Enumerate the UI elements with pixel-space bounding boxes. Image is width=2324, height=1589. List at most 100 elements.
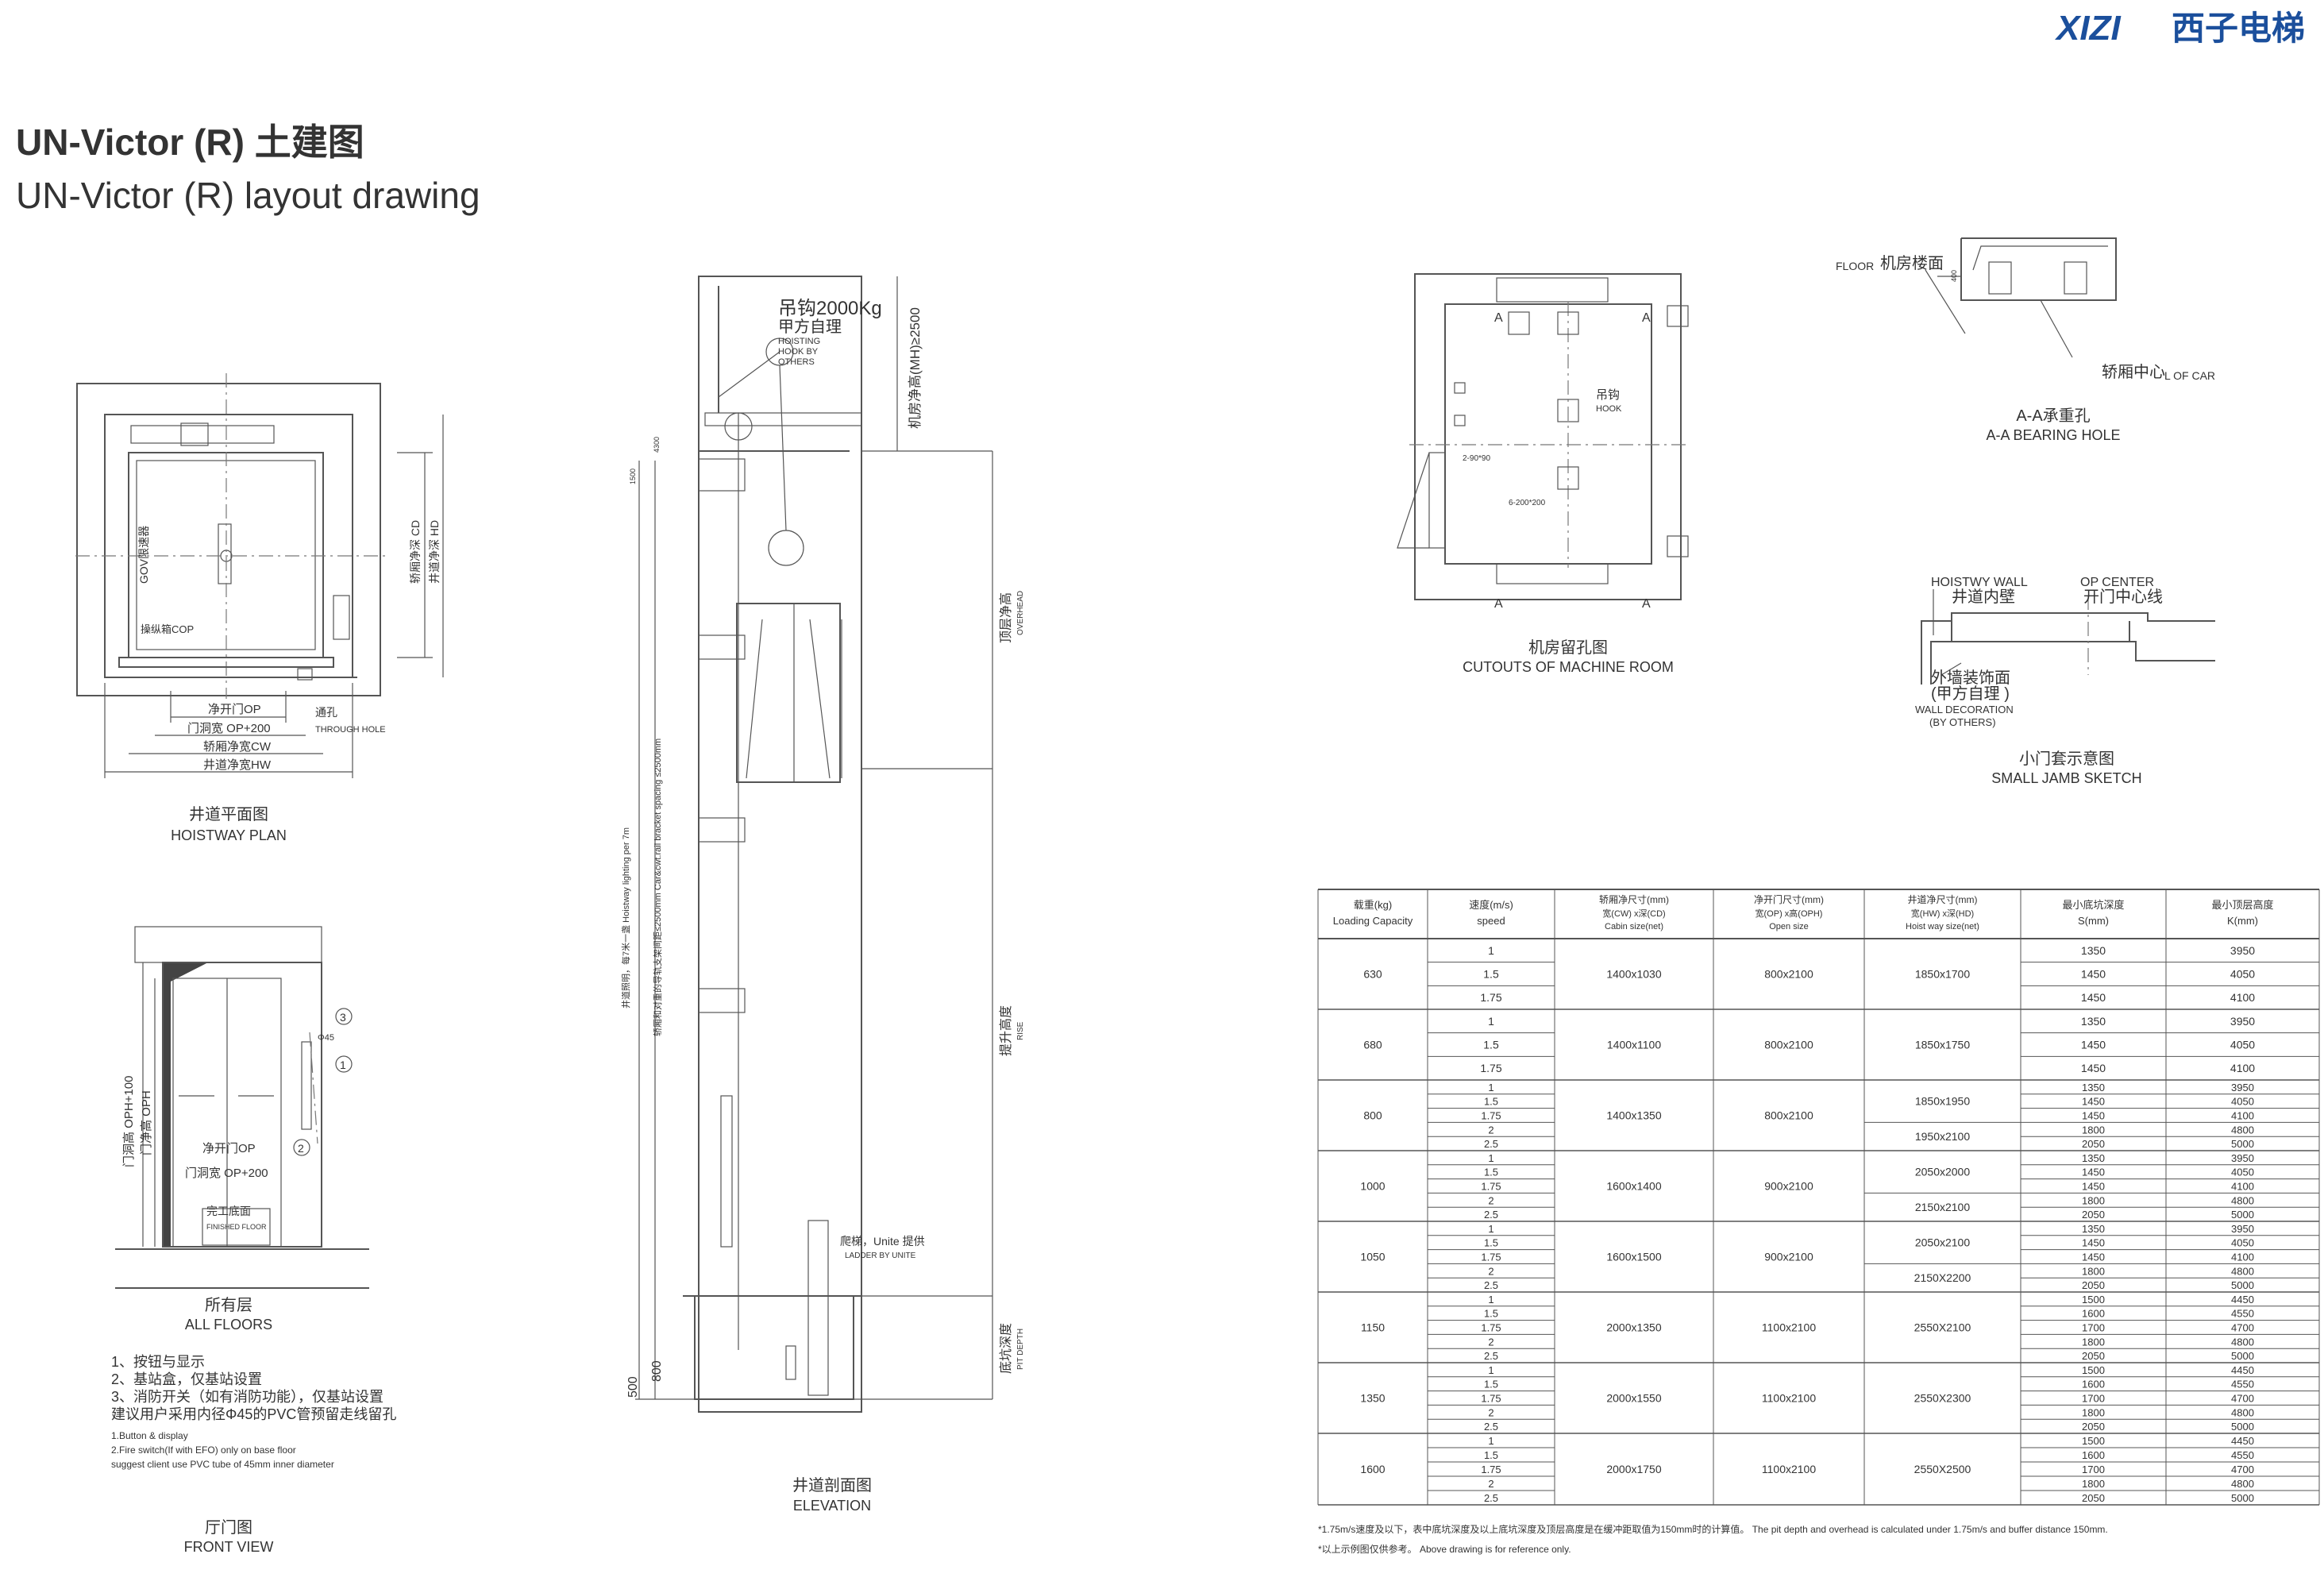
table-speed-cell: 1.75 (1481, 1252, 1501, 1263)
table-speed-cell: 1.5 (1484, 1449, 1498, 1461)
jamb-deco-cn1: 外墙装饰面 (1931, 669, 2010, 687)
plan-cw-label: 轿厢净宽CW (203, 740, 272, 754)
table-speed-cell: 1 (1488, 1015, 1494, 1028)
plan-op200-label: 门洞宽 OP+200 (187, 722, 271, 735)
table-speed-cell: 1.5 (1484, 1308, 1498, 1320)
table-speed-cell: 2.5 (1484, 1209, 1498, 1221)
table-speed-cell: 1.75 (1481, 1181, 1501, 1193)
table-overhead-cell: 4550 (2231, 1308, 2254, 1320)
table-pit-cell: 1350 (2081, 1015, 2106, 1028)
plan-op-label: 净开门OP (208, 703, 261, 716)
plan-hd-label: 井道净深 HD (428, 520, 441, 584)
table-overhead-cell: 4800 (2231, 1194, 2254, 1206)
elevation-hook-en1: HOISTING (778, 337, 820, 346)
table-speed-cell: 2.5 (1484, 1138, 1498, 1150)
front-op200-label: 门洞宽 OP+200 (185, 1167, 268, 1180)
front-view-caption-en: FRONT VIEW (184, 1539, 274, 1555)
table-pit-cell: 1350 (2081, 944, 2106, 957)
table-pit-cell: 2050 (2082, 1421, 2105, 1433)
table-cabin-cell: 2000x1350 (1606, 1321, 1662, 1334)
table-overhead-cell: 4800 (2231, 1406, 2254, 1418)
bearing-car-cn: 轿厢中心 (2102, 363, 2165, 381)
table-speed-cell: 1 (1488, 1223, 1493, 1235)
note-en-1: 1.Button & display (111, 1430, 188, 1441)
table-pit-cell: 1700 (2082, 1322, 2105, 1334)
table-cabin-cell: 1600x1500 (1606, 1251, 1662, 1263)
table-overhead-cell: 4050 (2231, 1167, 2254, 1178)
note-en-3: suggest client use PVC tube of 45mm inne… (111, 1459, 334, 1470)
bearing-floor-en: FLOOR (1836, 260, 1874, 272)
elevation-rise-cn: 提升高度 (999, 1005, 1013, 1056)
table-header-cn2: 宽(HW) x深(HD) (1911, 908, 1974, 919)
hoistway-plan: GOV限速器 操纵箱COP 轿厢净深 CD 井道净深 HD 净开门OP 门洞宽 … (75, 373, 444, 843)
table-door-cell: 1100x2100 (1762, 1463, 1816, 1475)
table-speed-cell: 2 (1488, 1478, 1493, 1490)
table-overhead-cell: 4700 (2231, 1393, 2254, 1405)
jamb-wall-cn: 井道内壁 (1952, 588, 2015, 606)
table-overhead-cell: 5000 (2231, 1421, 2254, 1433)
table-pit-cell: 2050 (2082, 1492, 2105, 1504)
table-speed-cell: 2 (1488, 1265, 1493, 1277)
table-speed-cell: 1 (1488, 1152, 1493, 1164)
table-load-cell: 680 (1363, 1039, 1382, 1051)
elevation-lighting-note: 井道照明，每7米一盏 Hoistway lighting per 7m (620, 827, 631, 1009)
table-overhead-cell: 4100 (2231, 1181, 2254, 1193)
table-overhead-cell: 5000 (2231, 1350, 2254, 1362)
bearing-caption-cn: A-A承重孔 (2016, 407, 2090, 425)
table-hoist-cell: 1850x1950 (1915, 1095, 1971, 1108)
table-load-cell: 1350 (1360, 1392, 1385, 1405)
table-overhead-cell: 3950 (2231, 1082, 2254, 1093)
table-overhead-cell: 4550 (2231, 1449, 2254, 1461)
table-header-en: Loading Capacity (1333, 915, 1413, 927)
table-load-cell: 1150 (1361, 1321, 1385, 1334)
table-door-cell: 900x2100 (1764, 1180, 1813, 1193)
bearing-floor-cn: 机房楼面 (1880, 254, 1944, 272)
elevation-overhead-en: OVERHEAD (1016, 591, 1025, 635)
table-header-cn: 轿厢净尺寸(mm) (1599, 893, 1669, 905)
spec-table: 载重(kg)Loading Capacity速度(m/s)speed轿厢净尺寸(… (1317, 889, 2320, 1506)
elevation-hook-cn: 吊钩2000Kg (778, 298, 882, 319)
front-view: 门洞高 OPH+100 门净高 OPH 净开门OP 门洞宽 OP+200 完工底… (111, 926, 396, 1555)
brand-logo: XIZI 西子电梯 (2054, 9, 2305, 48)
table-pit-cell: 2050 (2082, 1209, 2105, 1221)
mr-a-bottom-left: A (1494, 597, 1503, 611)
note-cn-4: 建议用户采用内径Φ45的PVC管预留走线留孔 (111, 1406, 396, 1422)
plan-gov-label: GOV限速器 (137, 526, 150, 584)
table-header-cn: 最小顶层高度 (2211, 899, 2273, 911)
table-speed-cell: 1.75 (1481, 1393, 1501, 1405)
table-hoist-cell: 2050x2100 (1915, 1236, 1971, 1249)
table-pit-cell: 2050 (2082, 1350, 2105, 1362)
plan-cd-label: 轿厢净深 CD (409, 520, 422, 584)
jamb-wall-en: HOISTWY WALL (1931, 576, 2028, 589)
mr-hook-en: HOOK (1596, 404, 1622, 414)
elevation-dim-1500: 1500 (629, 469, 637, 484)
table-speed-cell: 2 (1488, 1406, 1493, 1418)
table-speed-cell: 1.75 (1480, 1062, 1501, 1074)
table-speed-cell: 1.75 (1481, 1322, 1501, 1334)
table-pit-cell: 1500 (2082, 1435, 2105, 1447)
table-pit-cell: 1800 (2082, 1265, 2105, 1277)
table-cabin-cell: 1600x1400 (1606, 1180, 1662, 1193)
table-door-cell: 900x2100 (1764, 1251, 1813, 1263)
table-overhead-cell: 4050 (2231, 1237, 2254, 1249)
plan-through-hole-en: THROUGH HOLE (315, 725, 386, 735)
jamb-deco-en1: WALL DECORATION (1915, 704, 2014, 715)
jamb-op-cn: 开门中心线 (2083, 588, 2163, 606)
table-pit-cell: 1800 (2082, 1194, 2105, 1206)
front-phi-label: Φ45 (318, 1033, 334, 1043)
elevation-dim-800: 800 (650, 1360, 664, 1382)
table-overhead-cell: 4100 (2231, 1110, 2254, 1122)
table-load-cell: 1000 (1360, 1180, 1385, 1193)
page-title-en: UN-Victor (R) layout drawing (16, 175, 480, 216)
table-hoist-cell: 2550X2500 (1914, 1463, 1971, 1475)
table-overhead-cell: 4800 (2231, 1336, 2254, 1348)
table-pit-cell: 1450 (2082, 1237, 2105, 1249)
table-pit-cell: 1800 (2082, 1124, 2105, 1136)
table-pit-cell: 1450 (2081, 968, 2106, 981)
plan-hw-label: 井道净宽HW (203, 758, 272, 772)
table-hoist-cell: 1850x1750 (1915, 1039, 1971, 1051)
table-header-cn2: 宽(CW) x深(CD) (1602, 908, 1665, 919)
page-title-cn: UN-Victor (R) 土建图 (16, 121, 364, 163)
table-pit-cell: 1350 (2082, 1082, 2105, 1093)
table-speed-cell: 1.75 (1480, 991, 1501, 1004)
